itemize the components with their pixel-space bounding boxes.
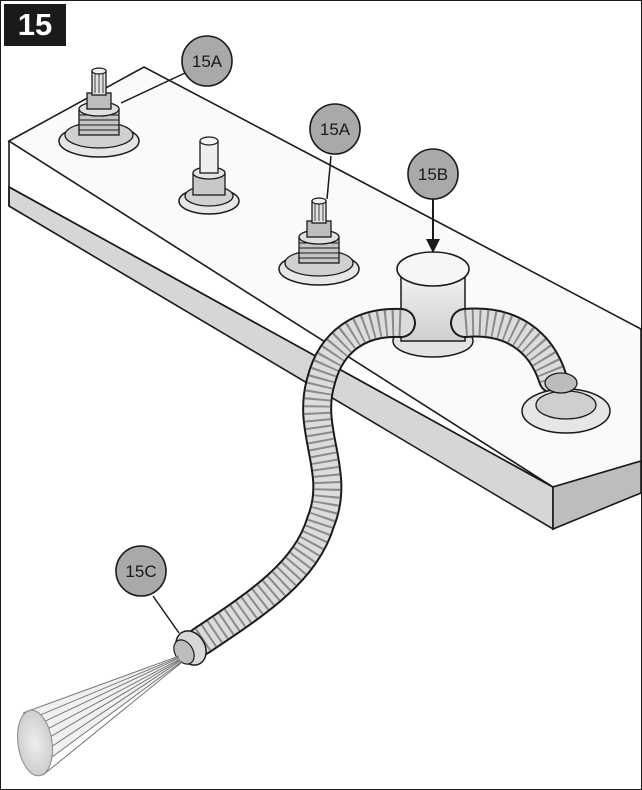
flexible-hose	[186, 307, 568, 656]
callout-15a-left: 15A	[120, 35, 233, 104]
callout-label-15a-left: 15A	[192, 52, 223, 71]
valve-right	[278, 197, 360, 286]
callout-15b: 15B	[407, 148, 459, 253]
callout-label-15a-right: 15A	[320, 120, 351, 139]
water-spray	[17, 655, 182, 777]
hose-escutcheon	[521, 372, 611, 434]
hose-holder	[392, 251, 474, 358]
callout-label-15c: 15C	[125, 562, 156, 581]
step-number-badge: 15	[4, 4, 66, 46]
callout-15c: 15C	[115, 545, 180, 634]
valve-left	[58, 67, 140, 158]
center-spout-stub	[178, 136, 240, 215]
callout-15a-right: 15A	[309, 103, 361, 200]
callout-label-15b: 15B	[418, 165, 448, 184]
